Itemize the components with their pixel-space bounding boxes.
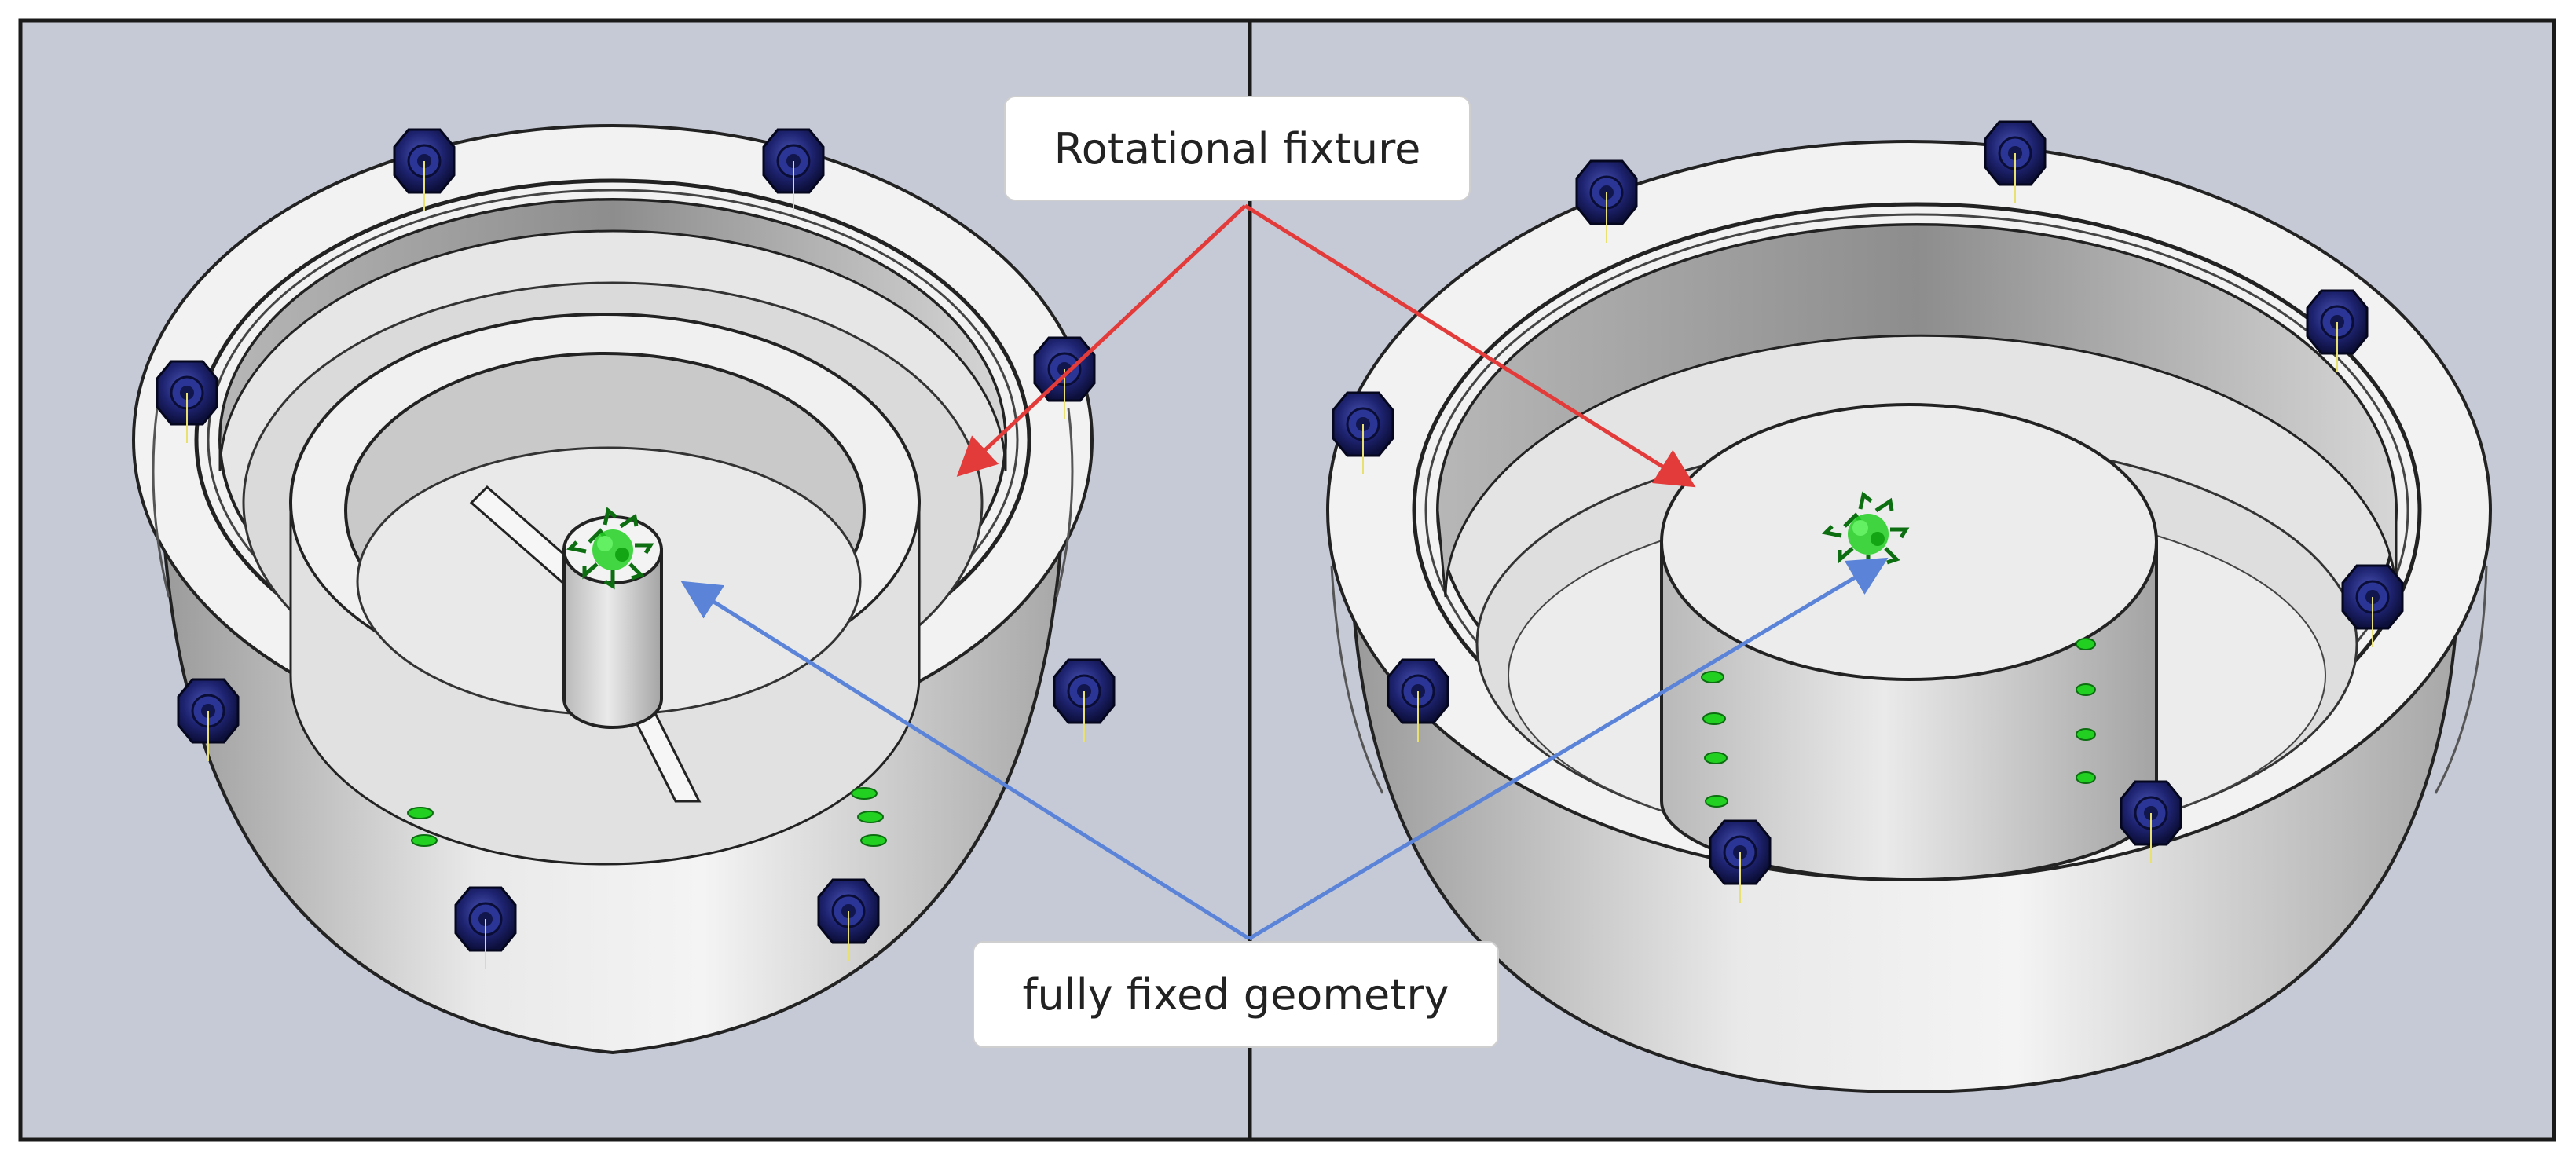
fully-fixed-geometry-label: fully fixed geometry [1022,969,1449,1020]
fully-fixed-geometry-arrows [680,557,1889,941]
outer-frame [18,18,2556,1142]
fully-fixed-geometry-callout: fully fixed geometry [973,941,1499,1048]
left-part [132,124,1116,1055]
right-part [1326,120,2492,1094]
rotational-fixture-arrows [956,203,1696,488]
rotational-fixture-callout: Rotational fixture [1004,96,1471,201]
rotational-fixture-label: Rotational fixture [1053,123,1421,174]
